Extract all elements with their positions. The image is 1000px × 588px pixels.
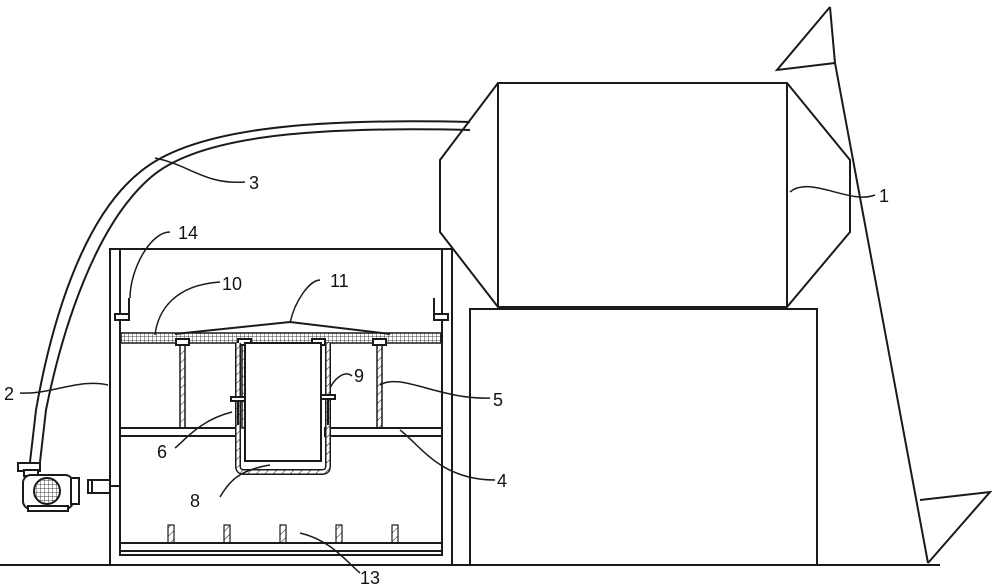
label-4: 4 [497,471,507,491]
bottom-plate-13 [119,524,443,552]
housing-1 [439,82,851,308]
label-13: 13 [360,568,380,588]
clamp-9 [320,394,336,425]
label-1: 1 [879,186,889,206]
pump [17,462,120,512]
label-11: 11 [330,271,349,291]
pipe-3 [29,120,471,463]
support-box [469,308,818,566]
cover-11 [174,320,391,335]
clamp-6 [230,396,246,425]
basket-8 [235,342,331,475]
bracket-14 [114,298,449,321]
label-6: 6 [157,442,167,462]
label-10: 10 [222,274,242,294]
label-8: 8 [190,491,200,511]
side-frame [774,6,993,564]
label-9: 9 [354,366,364,386]
label-14: 14 [178,223,198,243]
label-2: 2 [4,384,14,404]
label-5: 5 [493,390,503,410]
label-3: 3 [249,173,259,193]
leader-lines [19,157,876,574]
tank-2 [109,248,453,566]
filter-10 [120,332,442,344]
